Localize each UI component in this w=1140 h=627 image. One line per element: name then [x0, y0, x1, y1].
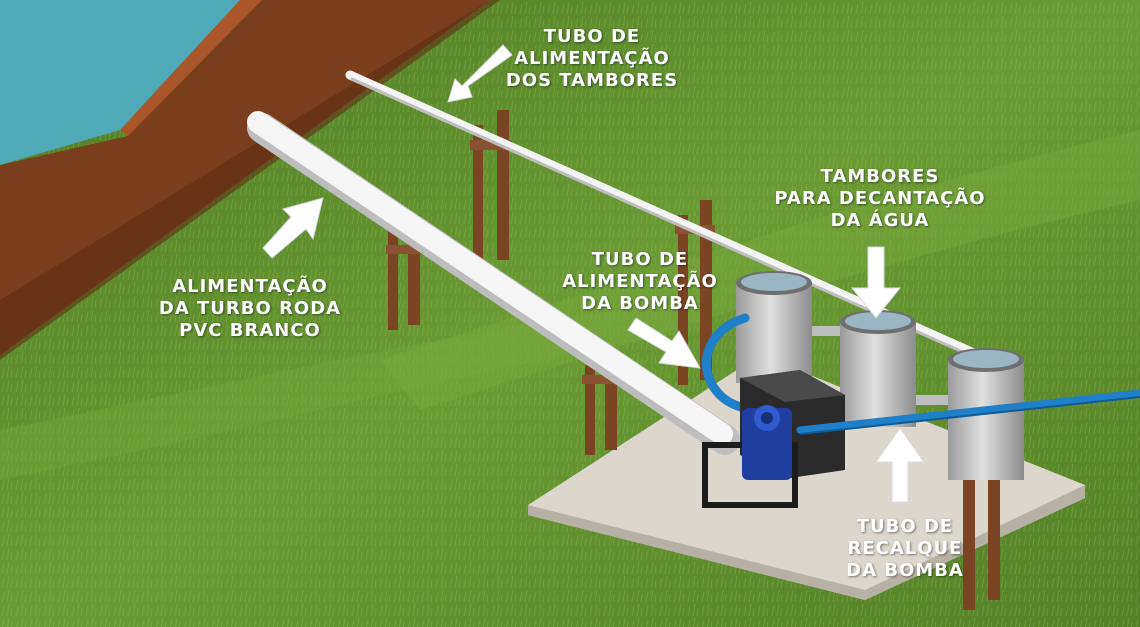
pump-body	[742, 408, 792, 480]
post	[473, 125, 483, 265]
drum-body	[948, 360, 1024, 480]
arrow-settling-drums	[850, 246, 902, 319]
arrow-drum-feed-pipe	[447, 44, 513, 103]
arrow-turbine-feed	[262, 197, 324, 259]
callout-arrows	[262, 44, 925, 503]
post	[386, 245, 424, 254]
drum-body	[840, 322, 916, 427]
arrow-pump-discharge	[875, 427, 925, 503]
post	[585, 365, 595, 455]
label-settling-drums: TAMBORES PARA DECANTAÇÃO DA ÁGUA	[774, 166, 986, 231]
drum-lid	[845, 312, 911, 330]
post	[388, 230, 398, 330]
pump-discharge-pipe-shade	[799, 396, 1140, 435]
label-drum-feed-pipe: TUBO DE ALIMENTAÇÃO DOS TAMBORES	[505, 26, 679, 91]
drum-lid	[741, 273, 807, 291]
label-turbine-feed: ALIMENTAÇÃO DA TURBO RODA PVC BRANCO	[158, 276, 342, 341]
label-pump-discharge-pipe: TUBO DE RECALQUE DA BOMBA	[846, 516, 964, 581]
post	[700, 200, 712, 380]
post	[678, 215, 688, 385]
drum-body	[736, 283, 812, 383]
post	[470, 140, 512, 150]
drum-lid	[953, 350, 1019, 368]
settling-drums	[736, 271, 1024, 480]
arrow-pump-feed	[627, 317, 701, 369]
post	[497, 110, 509, 260]
pump-flange	[761, 412, 773, 424]
pump-discharge-pipe	[796, 389, 1140, 434]
post	[582, 375, 620, 384]
pump-assembly	[702, 370, 845, 508]
label-pump-feed-pipe: TUBO DE ALIMENTAÇÃO DA BOMBA	[562, 249, 718, 314]
water-surface	[0, 0, 240, 165]
turbine-feed-pipe-highlight	[247, 111, 733, 445]
grass-ridge-lower	[0, 300, 700, 480]
drum-connector	[812, 326, 840, 336]
tank-rim	[120, 0, 262, 136]
turbine-housing-top	[740, 370, 845, 402]
drum-connector	[916, 395, 948, 405]
